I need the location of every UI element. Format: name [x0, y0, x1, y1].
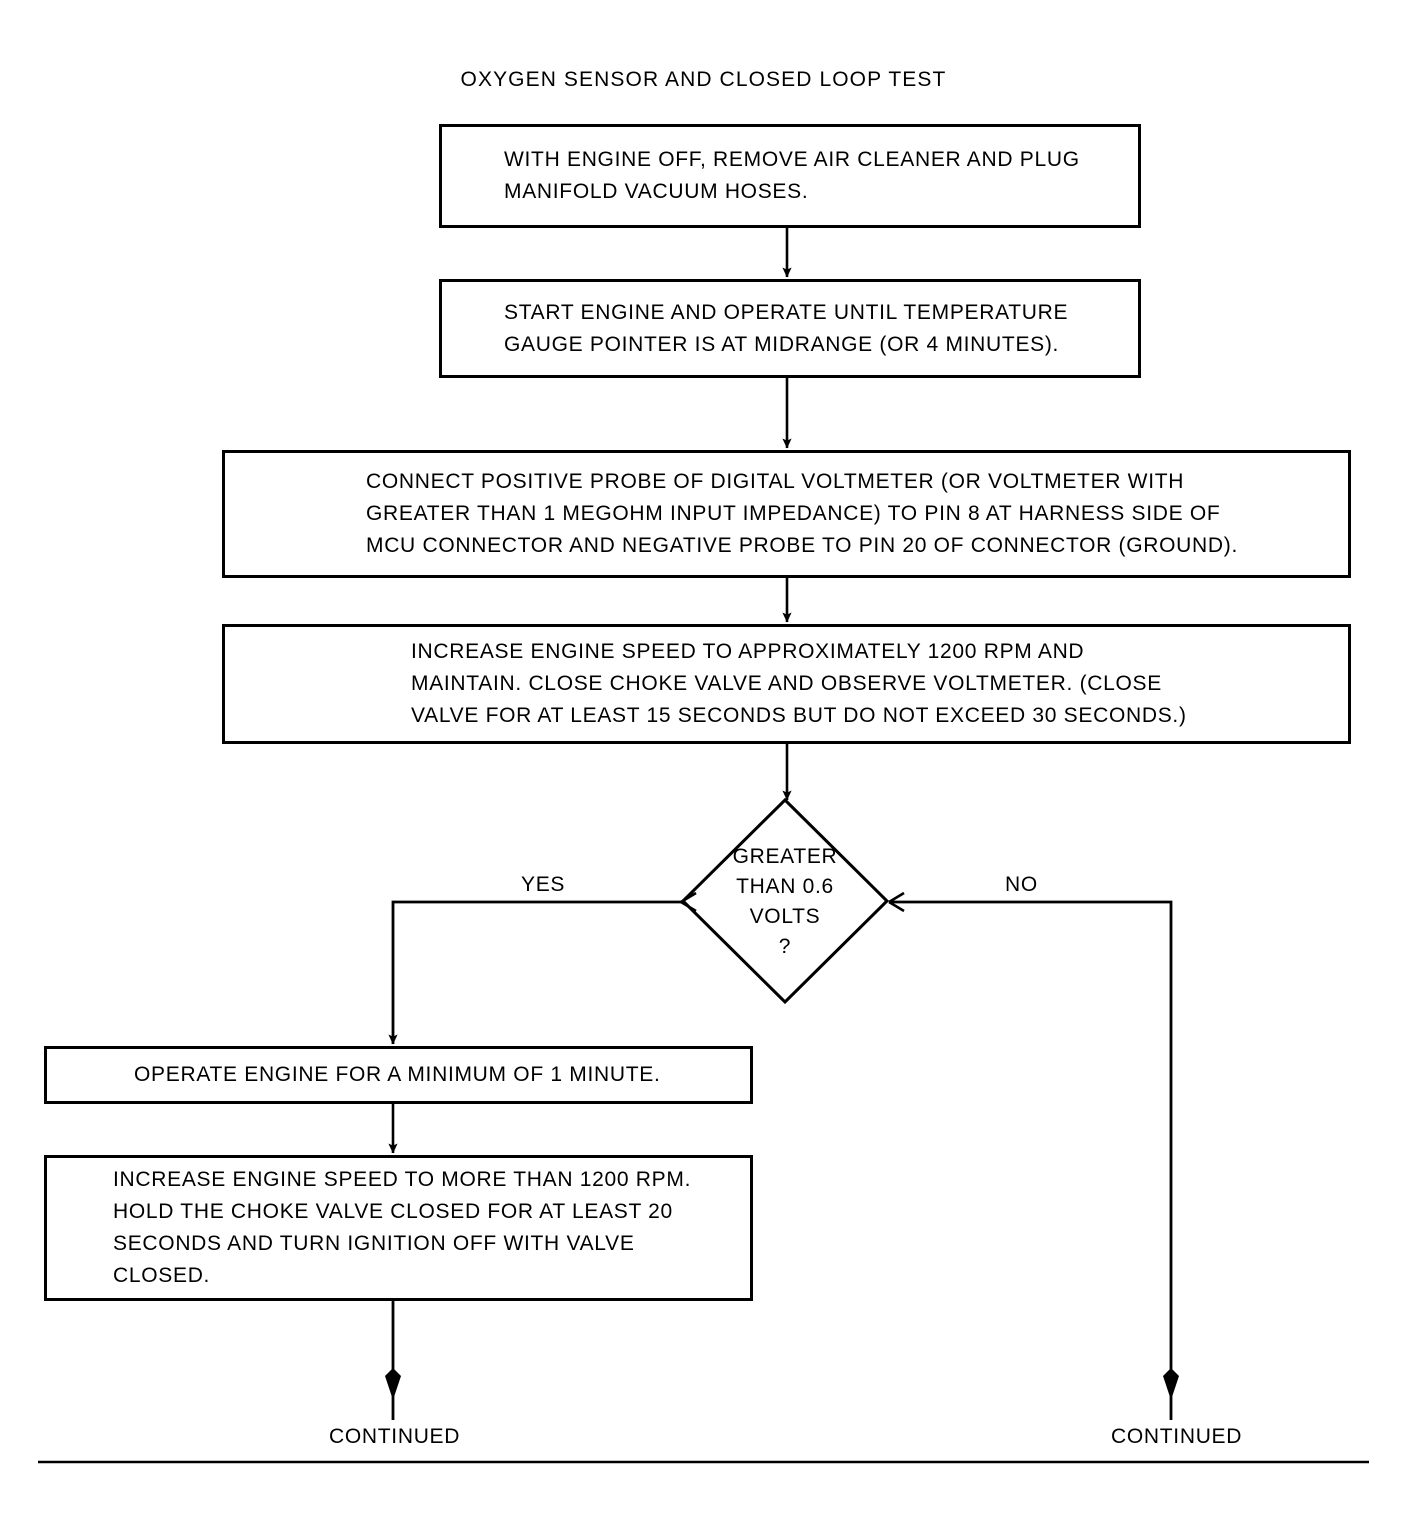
terminal-label-continued-right: CONTINUED — [1111, 1425, 1243, 1448]
connector-step6-continued — [385, 1301, 401, 1420]
connector-no-branch — [888, 891, 1179, 1420]
process-box-step2-text: START ENGINE AND OPERATE UNTIL TEMPERATU… — [504, 300, 1069, 356]
process-box-step4-text: INCREASE ENGINE SPEED TO APPROXIMATELY 1… — [411, 640, 1187, 727]
decision-diamond — [680, 797, 890, 1005]
edge-label-no: NO — [1005, 873, 1038, 896]
process-box-step1[interactable]: WITH ENGINE OFF, REMOVE AIR CLEANER AND … — [439, 124, 1141, 228]
process-box-step5[interactable]: OPERATE ENGINE FOR A MINIMUM OF 1 MINUTE… — [44, 1046, 753, 1104]
process-box-step3[interactable]: CONNECT POSITIVE PROBE OF DIGITAL VOLTME… — [222, 450, 1351, 578]
decision-diamond-text: GREATER THAN 0.6 VOLTS ? — [732, 844, 838, 958]
process-box-step6[interactable]: INCREASE ENGINE SPEED TO MORE THAN 1200 … — [44, 1155, 753, 1301]
edge-label-yes: YES — [521, 873, 566, 896]
process-box-step4[interactable]: INCREASE ENGINE SPEED TO APPROXIMATELY 1… — [222, 624, 1351, 744]
connector-yes-branch — [388, 891, 697, 1045]
process-box-step1-text: WITH ENGINE OFF, REMOVE AIR CLEANER AND … — [504, 148, 1080, 203]
process-box-step3-text: CONNECT POSITIVE PROBE OF DIGITAL VOLTME… — [366, 470, 1238, 557]
page-title: OXYGEN SENSOR AND CLOSED LOOP TEST — [460, 68, 947, 91]
process-box-step6-text: INCREASE ENGINE SPEED TO MORE THAN 1200 … — [113, 1168, 692, 1287]
process-box-step2[interactable]: START ENGINE AND OPERATE UNTIL TEMPERATU… — [439, 279, 1141, 378]
process-box-step5-text: OPERATE ENGINE FOR A MINIMUM OF 1 MINUTE… — [134, 1063, 661, 1086]
terminal-label-continued-left: CONTINUED — [329, 1425, 461, 1448]
